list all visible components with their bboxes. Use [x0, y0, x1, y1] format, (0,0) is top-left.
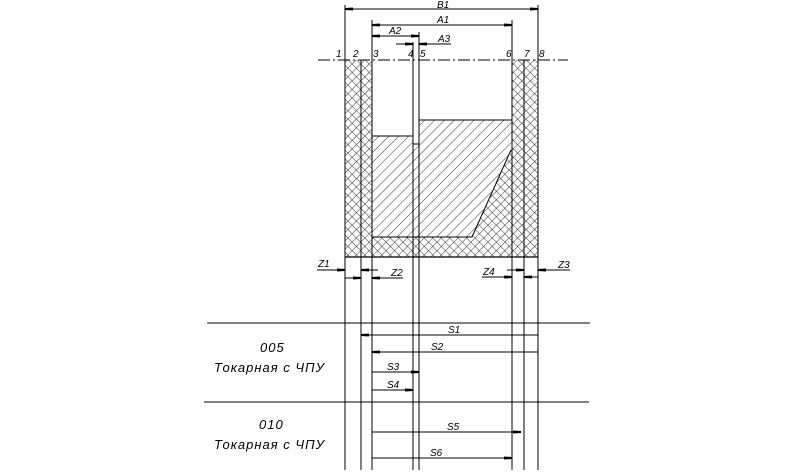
- part-body: [345, 119, 538, 258]
- surface-6: 6: [506, 49, 512, 60]
- operation-number-005: 005: [260, 340, 285, 355]
- surface-3: 3: [373, 49, 379, 60]
- surface-lines: [344, 5, 539, 470]
- operation-name-010: Токарная с ЧПУ: [214, 437, 326, 452]
- dim-Z4: Z4: [482, 267, 495, 278]
- dim-S1: S1: [448, 325, 460, 336]
- surface-2: 2: [352, 49, 359, 60]
- operation-number-010: 010: [259, 417, 284, 432]
- dim-A1: A1: [436, 15, 449, 26]
- dim-S5: S5: [447, 422, 460, 433]
- surface-1: 1: [336, 49, 342, 60]
- dim-A3: A3: [437, 34, 451, 45]
- surface-numbers: 1 2 3 4 5 6 7 8: [336, 49, 545, 60]
- dim-S4: S4: [387, 380, 400, 391]
- surface-4: 4: [408, 49, 414, 60]
- dim-S6: S6: [430, 448, 443, 459]
- operations-table: 005 Токарная с ЧПУ 010 Токарная с ЧПУ: [204, 322, 590, 452]
- dim-Z3: Z3: [557, 260, 570, 271]
- operation-name-005: Токарная с ЧПУ: [214, 360, 326, 375]
- dim-S2: S2: [431, 342, 444, 353]
- dim-Z2: Z2: [390, 268, 403, 279]
- technological-dimensions: S1 S2 S3 S4 S5 S6: [361, 325, 538, 460]
- surface-5: 5: [420, 49, 426, 60]
- dim-S3: S3: [387, 362, 400, 373]
- dim-B1: B1: [437, 0, 449, 11]
- dim-Z1: Z1: [317, 259, 330, 270]
- surface-7: 7: [524, 49, 530, 60]
- dim-A2: A2: [388, 26, 402, 37]
- allowance-dimensions: Z1 Z2 Z3 Z4: [317, 259, 570, 280]
- surface-8: 8: [539, 49, 545, 60]
- design-dimensions: B1 A1 A2 A3: [345, 0, 538, 46]
